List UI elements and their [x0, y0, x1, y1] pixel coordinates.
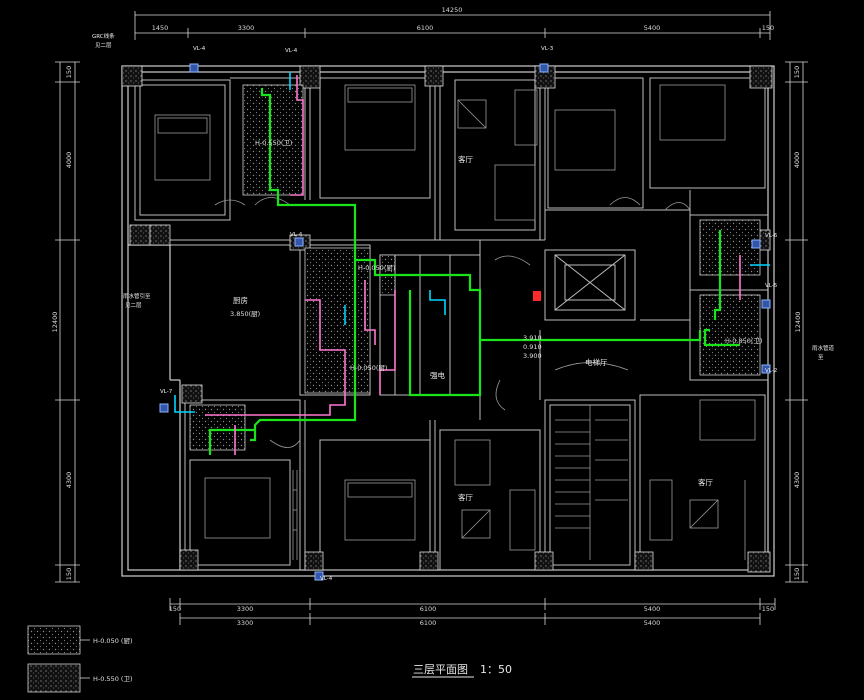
- pipe-tag-vl2: VL-2: [765, 368, 777, 374]
- level-elev: 3.900: [523, 352, 542, 360]
- dim-left-seg: 4000: [65, 152, 73, 169]
- pipe-tags: VL-4 VL-4 VL-3 VL-4 VL-7 VL-4 VL-6 VL-5 …: [160, 46, 778, 582]
- dim-top-seg: 3300: [238, 24, 255, 32]
- pipes-green: [208, 88, 740, 455]
- dim-bottom-seg: 6100: [420, 605, 437, 613]
- level-elev: 3.910: [523, 334, 542, 342]
- dim-bottom-seg: 3300: [237, 619, 254, 627]
- dim-top-seg: 5400: [644, 24, 661, 32]
- dim-right-seg: 4000: [793, 152, 801, 169]
- dimension-text: 14250 1450 3300 6100 5400 150 150 3300 6…: [51, 6, 802, 627]
- scale: 1：50: [480, 663, 512, 676]
- title: 三层平面图: [413, 663, 468, 676]
- pipe-tag-vl4: VL-4: [320, 576, 333, 582]
- note-top-left-2: 见二层: [95, 42, 112, 49]
- dim-top-overall: 14250: [442, 6, 463, 14]
- dim-right-seg: 150: [793, 568, 801, 580]
- pipe-tag-vl4: VL-4: [285, 48, 298, 54]
- structural-columns: [121, 65, 773, 573]
- room-label-living: 客厅: [458, 154, 473, 164]
- pipes-cyan: [174, 72, 770, 413]
- room-label-elevator: 电梯厅: [585, 357, 608, 367]
- notes: GRC线条 见二层 雨水管引至 见二层 雨水管道 至: [92, 32, 835, 361]
- pipe-tag-vl4: VL-4: [193, 46, 206, 52]
- note-right: 雨水管道: [812, 344, 835, 352]
- level-bath-top: H-0.550(卫): [255, 139, 292, 147]
- dimension-lines: [55, 11, 808, 625]
- room-label-electric: 强电: [430, 370, 445, 380]
- pipes-pink: [205, 75, 741, 455]
- pipe-tag-vl6: VL-6: [765, 233, 778, 239]
- note-right-2: 至: [818, 354, 824, 361]
- dim-left-seg: 150: [65, 568, 73, 580]
- red-marker: [533, 291, 541, 301]
- dim-bottom-seg: 150: [762, 605, 774, 613]
- dim-left-overall: 12400: [51, 312, 59, 333]
- level-right: H-0.850(卫): [725, 337, 762, 345]
- dim-left-seg: 4300: [65, 472, 73, 489]
- pipe-tag-vl4: VL-4: [290, 232, 303, 238]
- drawing-title: 三层平面图 1：50: [412, 663, 512, 678]
- level-labels: 3.850(厨) H-0.050(厨) H-0.050(厨) H-0.550(卫…: [230, 139, 762, 372]
- interior-walls: [134, 77, 769, 571]
- dim-right-seg: 4300: [793, 472, 801, 489]
- level-mid-bottom: H-0.050(厨): [350, 364, 387, 372]
- room-label-kitchen: 厨房: [233, 295, 248, 305]
- pipe-tag-vl5: VL-5: [765, 283, 778, 289]
- level-mid-top: H-0.050(厨): [358, 264, 395, 272]
- dim-bottom-seg: 5400: [644, 619, 661, 627]
- note-left-2: 见二层: [125, 302, 142, 309]
- wet-areas-hatch: [189, 84, 761, 451]
- pipe-tag-vl3: VL-3: [541, 46, 554, 52]
- room-labels: 客厅 客厅 客厅 厨房 电梯厅 强电: [233, 154, 713, 502]
- dim-bottom-seg: 5400: [644, 605, 661, 613]
- room-label-living: 客厅: [698, 477, 713, 487]
- dim-bottom-seg: 6100: [420, 619, 437, 627]
- furniture: [154, 84, 756, 560]
- note-left: 雨水管引至: [123, 292, 151, 300]
- dim-bottom-seg: 150: [169, 605, 181, 613]
- dim-right-overall: 12400: [794, 312, 802, 333]
- legend: H-0.050 (厨) H-0.550 (卫): [80, 637, 132, 683]
- dim-left-seg: 150: [65, 66, 73, 78]
- dim-top-seg: 6100: [417, 24, 434, 32]
- note-top-left: GRC线条: [92, 32, 115, 40]
- dim-bottom-seg: 3300: [237, 605, 254, 613]
- riser-markers: [159, 63, 771, 581]
- pipe-tag-vl7: VL-7: [160, 389, 173, 395]
- legend-label: H-0.050 (厨): [93, 637, 132, 645]
- dim-right-seg: 150: [793, 66, 801, 78]
- legend-label: H-0.550 (卫): [93, 675, 132, 683]
- legend-swatches: [27, 625, 81, 693]
- room-label-living: 客厅: [458, 492, 473, 502]
- level-kitchen: 3.850(厨): [230, 310, 260, 318]
- dim-top-seg: 1450: [152, 24, 169, 32]
- outer-walls: [121, 65, 775, 577]
- level-elev: 0.910: [523, 343, 542, 351]
- dim-top-seg: 150: [762, 24, 774, 32]
